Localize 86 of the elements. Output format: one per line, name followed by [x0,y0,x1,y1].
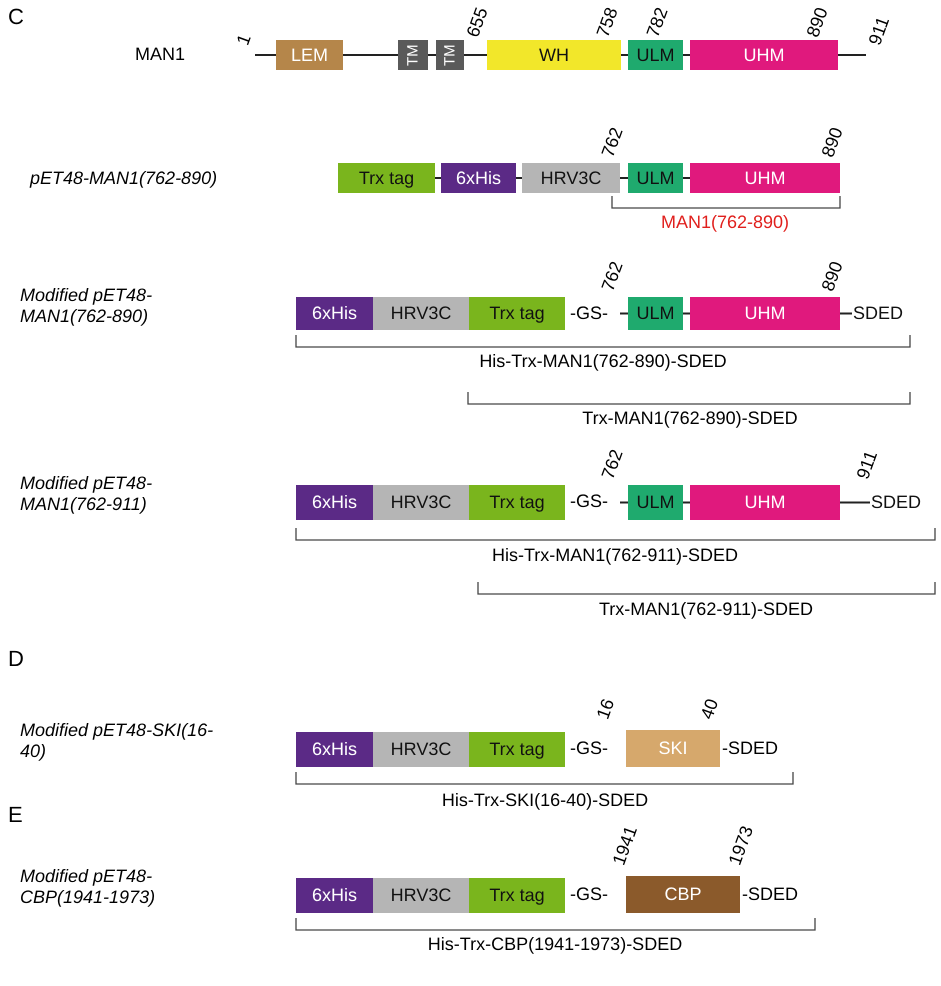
residue-number: 890 [818,258,848,294]
domain-box: 6xHis [296,297,373,330]
construct-name: pET48-MAN1(762-890) [30,168,218,189]
linker-line [683,502,690,504]
residue-number: 655 [462,4,492,40]
linker-line [620,312,628,314]
fragment-label: Trx-MAN1(762-890)-SDED [582,408,798,429]
domain-box: CBP [626,876,740,913]
fragment-label: His-Trx-SKI(16-40)-SDED [442,790,648,811]
domain-box: TM [398,40,428,70]
domain-box: UHM [690,485,840,520]
tag-label: SDED [870,485,922,520]
domain-box: Trx tag [338,163,435,193]
residue-number: 1941 [608,823,642,868]
domain-box: Trx tag [469,297,565,330]
residue-number: 758 [592,4,622,40]
linker-line [343,54,398,56]
residue-number: 890 [818,124,848,160]
linker-line [838,54,866,56]
fragment-label: His-Trx-MAN1(762-911)-SDED [492,545,738,566]
linker-line [840,502,870,504]
domain-box: 6xHis [296,485,373,520]
construct-name: Modified pET48-MAN1(762-911) [20,473,154,514]
residue-number: 911 [852,448,882,482]
linker-label: -GS- [570,738,608,759]
residue-number: 1973 [724,823,758,868]
domain-box: Trx tag [469,732,565,767]
tag-label: -SDED [742,884,798,905]
protein-name: MAN1 [135,44,186,65]
tag-label: -SDED [722,738,778,759]
domain-box: HRV3C [373,485,469,520]
domain-box: LEM [276,40,343,70]
construct-name: Modified pET48-MAN1(762-890) [20,285,154,326]
domain-box: Trx tag [469,485,565,520]
linker-label: -GS- [570,884,608,905]
residue-number: 1 [232,32,256,48]
domain-box: HRV3C [373,878,469,913]
panel-letter: E [8,802,23,828]
linker-line [840,312,852,314]
residue-number: 911 [864,14,894,48]
domain-box: ULM [628,40,683,70]
domain-box: SKI [626,730,720,767]
linker-label: -GS- [570,491,608,512]
residue-number: 762 [598,124,628,160]
domain-box: HRV3C [373,732,469,767]
domain-box: WH [487,40,621,70]
residue-number: 890 [802,4,832,40]
fragment-label: MAN1(762-890) [660,212,790,233]
tag-label: SDED [852,297,904,330]
residue-number: 40 [696,696,723,722]
domain-box: UHM [690,297,840,330]
domain-box: 6xHis [441,163,516,193]
fragment-label: Trx-MAN1(762-911)-SDED [598,599,814,620]
domain-box: TM [436,40,464,70]
construct-name: Modified pET48-SKI(16-40) [20,720,214,762]
domain-box: ULM [628,485,683,520]
residue-number: 762 [598,258,628,294]
domain-box: 6xHis [296,732,373,767]
residue-number: 762 [598,446,628,482]
linker-line [620,177,628,179]
linker-label: -GS- [570,303,608,324]
fragment-label: His-Trx-MAN1(762-890)-SDED [479,351,727,372]
domain-box: ULM [628,297,683,330]
linker-line [516,177,522,179]
linker-line [255,54,276,56]
linker-line [435,177,441,179]
linker-line [683,54,690,56]
linker-line [620,502,628,504]
domain-box: UHM [690,40,838,70]
panel-letter: D [8,646,24,672]
panel-letter: C [8,4,24,30]
domain-box: HRV3C [373,297,469,330]
residue-number: 16 [592,696,619,722]
fragment-label: His-Trx-CBP(1941-1973)-SDED [428,934,682,955]
domain-box: 6xHis [296,878,373,913]
domain-box: Trx tag [469,878,565,913]
construct-name: Modified pET48-CBP(1941-1973) [20,866,156,908]
linker-line [428,54,436,56]
linker-line [464,54,487,56]
domain-box: HRV3C [522,163,620,193]
linker-line [683,312,690,314]
residue-number: 782 [642,4,672,40]
linker-line [683,177,690,179]
domain-box: UHM [690,163,840,193]
linker-line [621,54,628,56]
domain-box: ULM [628,163,683,193]
